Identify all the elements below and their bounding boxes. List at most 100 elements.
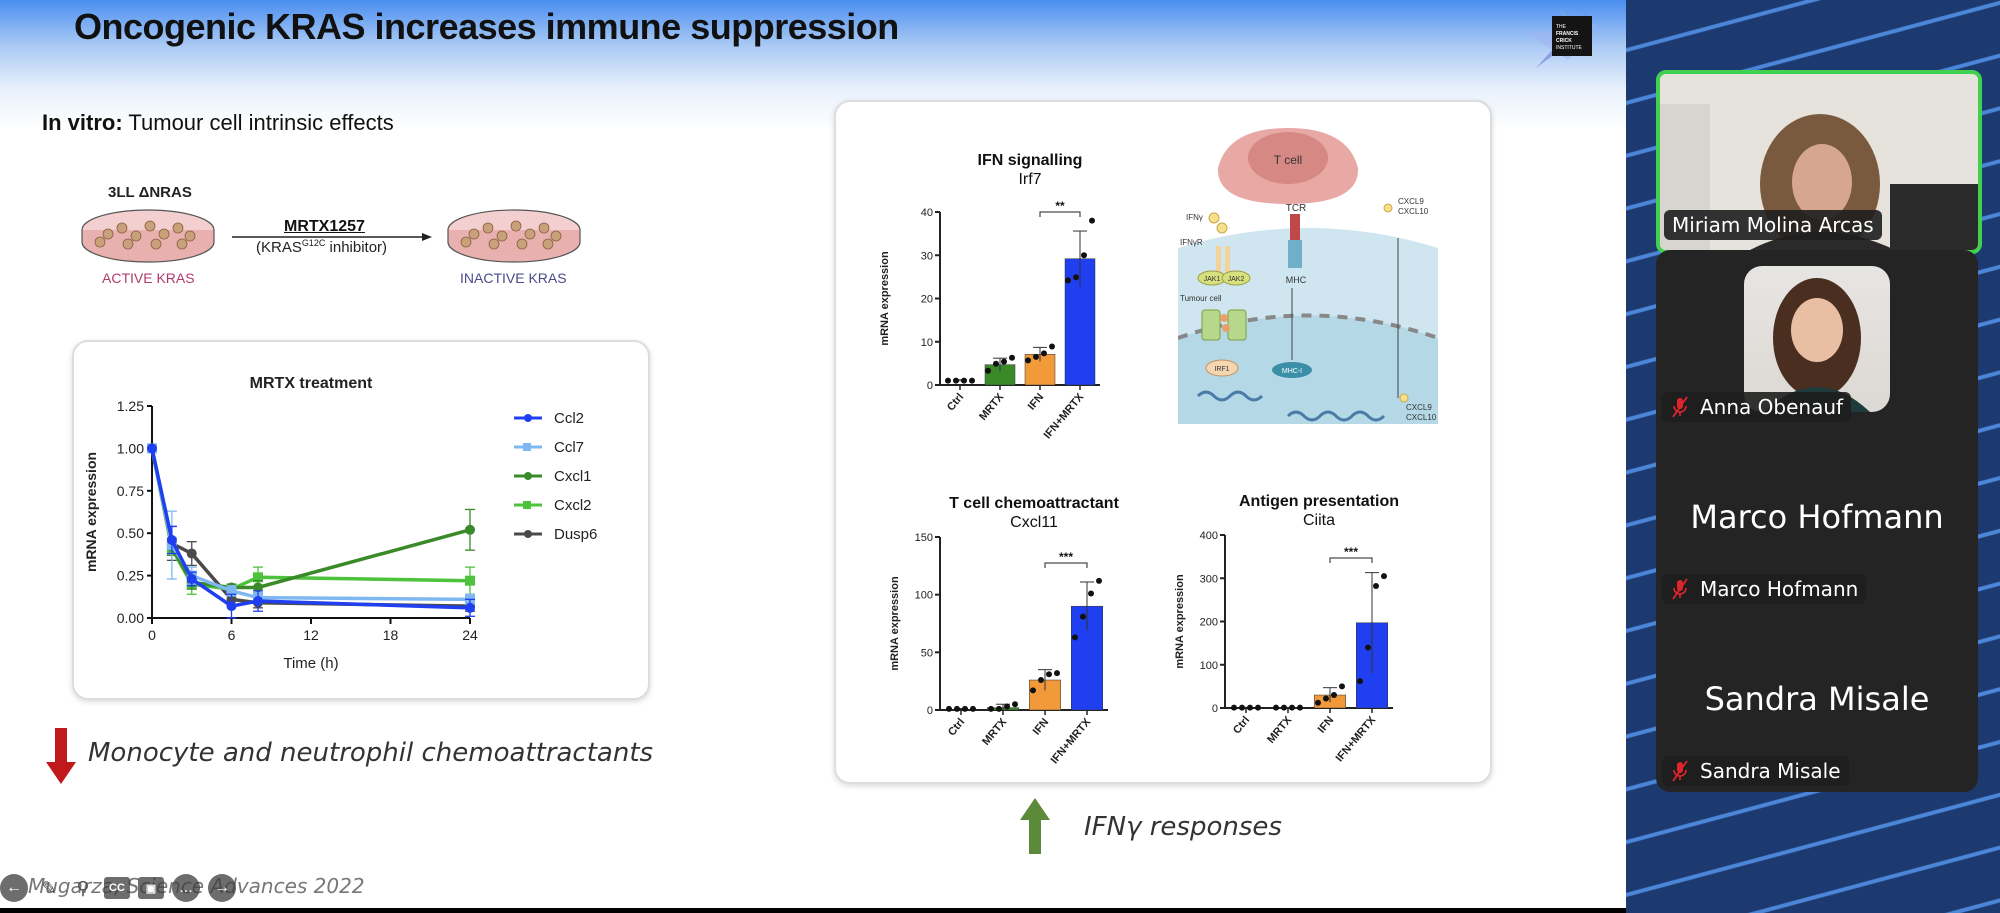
replicate-point [1080, 613, 1086, 620]
ifng-label: IFNγ [1186, 213, 1203, 222]
mic-off-icon [1672, 578, 1688, 600]
participant-tile-active-speaker[interactable]: Miriam Molina Arcas [1656, 70, 1982, 254]
legend-label-cxcl1: Cxcl1 [554, 468, 592, 485]
replicate-point [1331, 692, 1337, 699]
data-point [147, 443, 157, 454]
arrow-left-icon[interactable]: ← [0, 874, 28, 902]
significance-bracket [1044, 562, 1088, 568]
petri-dish-active [81, 209, 215, 263]
legend-marker [524, 472, 532, 480]
arrow-right-icon[interactable]: → [208, 874, 236, 902]
screen-icon[interactable]: ▣ [138, 877, 164, 899]
replicate-point [1025, 357, 1031, 364]
replicate-point [1054, 670, 1060, 677]
drug-note-suffix: inhibitor) [325, 239, 388, 256]
replicate-point [1381, 573, 1387, 580]
anna-obenauf-avatar [1744, 266, 1890, 412]
cxcl9-top-label: CXCL9 [1398, 197, 1424, 206]
tumour-cell-label: Tumour cell [1180, 294, 1222, 303]
y-tick-label: 50 [921, 647, 933, 659]
y-axis-label: mRNA expression [879, 251, 891, 346]
replicate-point [1009, 354, 1015, 361]
replicate-point [1081, 252, 1087, 259]
y-axis-label: mRNA expression [889, 576, 901, 671]
active-kras-label: ACTIVE KRAS [102, 270, 195, 286]
data-point [226, 601, 237, 612]
replicate-point [993, 360, 999, 367]
dna-helix-1 [1196, 390, 1264, 402]
chart-title: T cell chemoattractant [949, 495, 1120, 512]
data-point [465, 602, 475, 613]
mhc-label: MHC [1286, 275, 1307, 285]
slide-subtitle: In vitro: Tumour cell intrinsic effects [42, 110, 394, 136]
significance-bracket [1329, 557, 1373, 563]
data-point [186, 548, 197, 559]
y-tick-label: 20 [921, 294, 933, 306]
significance-label: ** [1055, 199, 1065, 213]
x-tick-label: MRTX [977, 391, 1007, 423]
replicate-point [1273, 704, 1279, 711]
treatment-arrow [232, 233, 432, 241]
legend-marker [524, 530, 532, 538]
replicate-point [954, 705, 960, 712]
data-point [226, 585, 237, 596]
replicate-point [985, 367, 991, 374]
presentation-toolbar: ← ✎ ⚲ CC ▣ ... → [0, 874, 236, 902]
replicate-point [945, 377, 951, 384]
legend-label-cxcl2: Cxcl2 [554, 497, 592, 514]
replicate-point [1297, 704, 1303, 711]
y-tick-label: 400 [1200, 530, 1218, 542]
replicate-point [1072, 634, 1078, 641]
data-point [465, 524, 475, 535]
replicate-point [1049, 343, 1055, 350]
replicate-point [969, 377, 975, 384]
presentation-slide: Oncogenic KRAS increases immune suppress… [0, 0, 1626, 908]
replicate-point [1315, 699, 1321, 706]
legend-marker [524, 414, 532, 422]
replicate-point [1073, 274, 1079, 281]
cxcl11-bar-chart: T cell chemoattractantCxcl11050100150mRN… [889, 495, 1120, 766]
chart-title: MRTX treatment [250, 375, 373, 392]
ifngr-label: IFNγR [1180, 238, 1203, 247]
data-point [253, 582, 263, 593]
replicate-point [961, 377, 967, 384]
replicate-point [1281, 704, 1287, 711]
cc-icon[interactable]: CC [104, 877, 130, 899]
jak1-label: JAK1 [1204, 276, 1221, 283]
y-tick-label: 100 [1200, 660, 1218, 672]
y-tick-label: 150 [915, 532, 933, 544]
x-tick-label: IFN+MRTX [1334, 714, 1379, 765]
logo-text-0: THE [1556, 24, 1567, 30]
legend-label-ccl2: Ccl2 [554, 410, 584, 427]
significance-bracket [1039, 211, 1081, 217]
data-point [253, 596, 263, 607]
ifng-pathway-diagram: T cell TCR MHC IFNγ IFNγR JAK1 JAK2 Tumo… [1178, 128, 1438, 424]
cxcl10-bottom-label: CXCL10 [1406, 413, 1437, 422]
x-tick-label: 12 [303, 627, 319, 643]
francis-crick-logo: THE FRANCIS CRICK INSTITUTE [1528, 4, 1602, 68]
x-tick-label: 6 [228, 627, 236, 643]
cxcl10-top-label: CXCL10 [1398, 207, 1429, 216]
drug-note-sup: G12C [301, 238, 326, 248]
mic-off-icon [1672, 396, 1688, 418]
x-tick-label: MRTX [1265, 714, 1295, 746]
replicate-point [946, 705, 952, 712]
replicate-point [1339, 683, 1345, 690]
zoom-icon[interactable]: ⚲ [76, 877, 90, 898]
x-tick-label: MRTX [980, 716, 1010, 748]
legend-marker [523, 443, 531, 451]
logo-text-3: INSTITUTE [1556, 45, 1582, 51]
x-tick-label: Ctrl [946, 716, 967, 738]
up-takeaway: IFNγ responses [1084, 812, 1282, 842]
replicate-point [1012, 701, 1018, 708]
drug-note-prefix: (KRAS [256, 239, 302, 256]
replicate-point [1033, 353, 1039, 360]
drug-note: (KRASG12C inhibitor) [256, 238, 387, 256]
ciita-bar-chart: Antigen presentationCiita0100200300400mR… [1174, 493, 1399, 765]
subtitle-rest: Tumour cell intrinsic effects [122, 110, 394, 135]
tcr-label: TCR [1286, 203, 1307, 214]
series-line-cxcl2 [150, 448, 471, 591]
more-icon[interactable]: ... [172, 874, 200, 902]
irf1-label: IRF1 [1214, 366, 1229, 373]
pen-icon[interactable]: ✎ [41, 877, 57, 898]
